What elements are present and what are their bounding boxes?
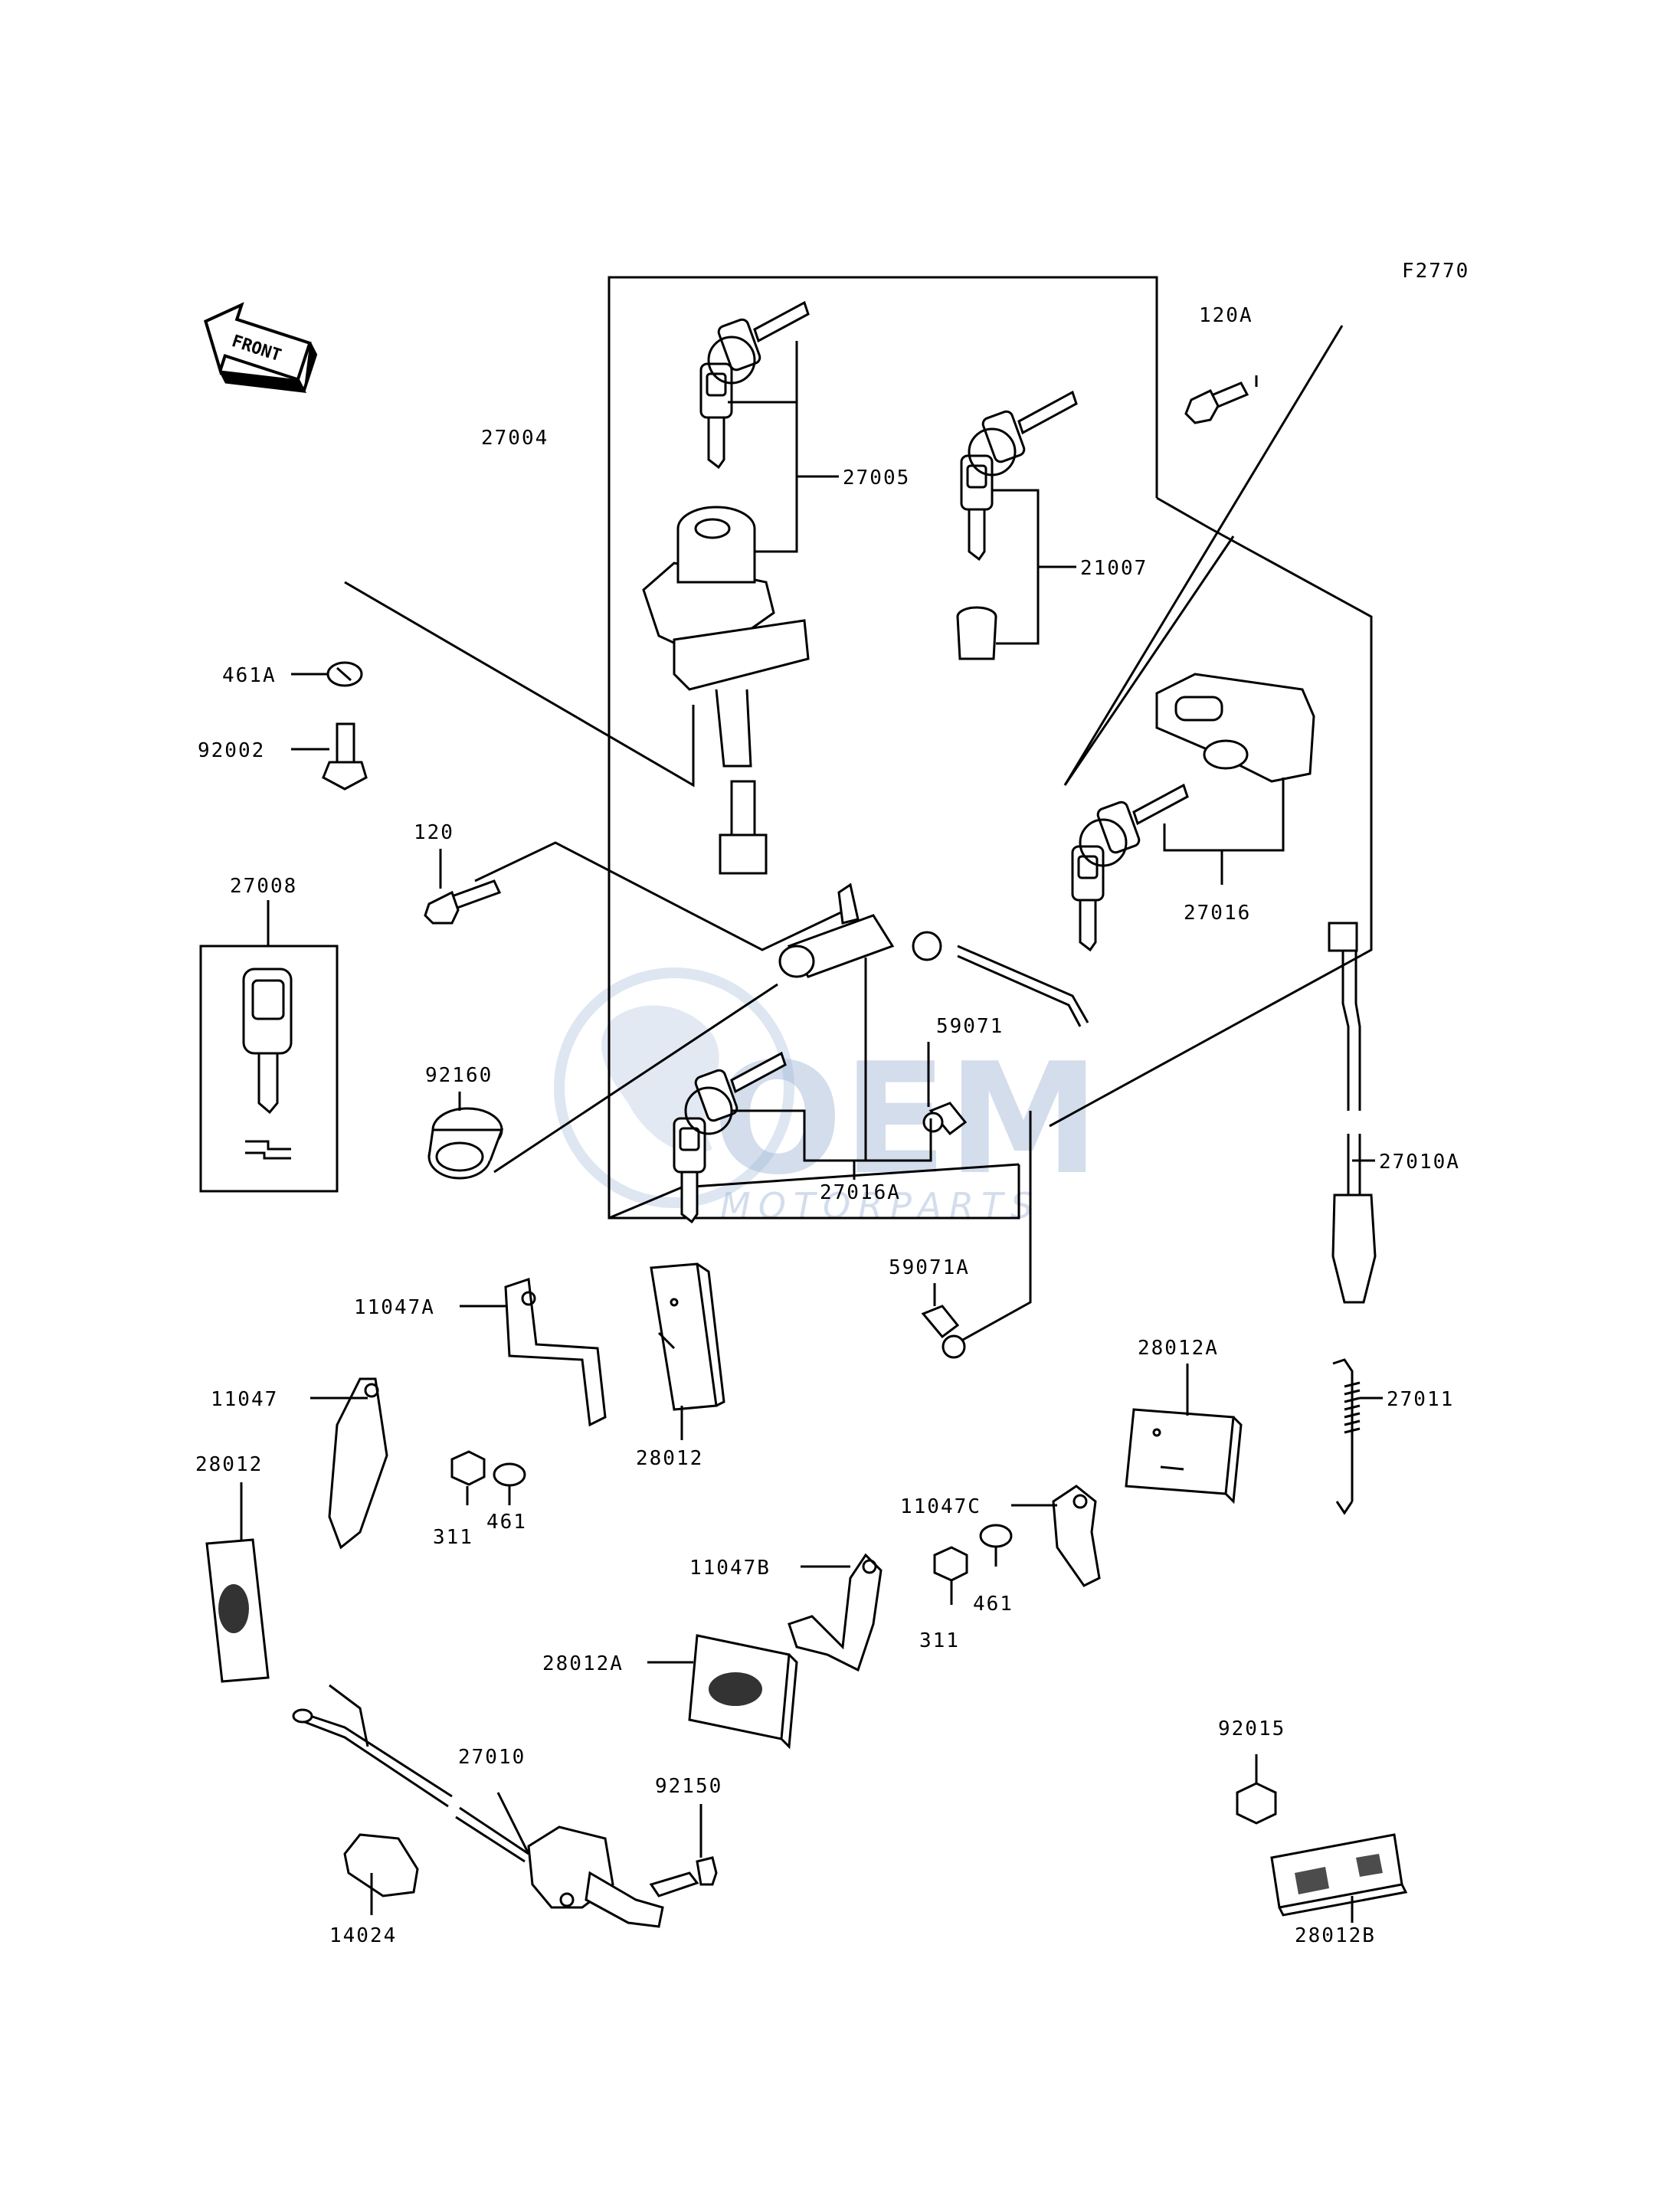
bracket-11047A xyxy=(504,1277,607,1427)
bolt-92002 xyxy=(322,722,368,791)
label-92015: 92015 xyxy=(1218,1717,1285,1740)
spring-27011 xyxy=(1332,1358,1361,1515)
label-27005: 27005 xyxy=(843,467,910,489)
leader-lines xyxy=(240,341,1383,1923)
label-27010A: 27010A xyxy=(1379,1151,1460,1174)
label-28012-left: 28012 xyxy=(195,1453,263,1476)
reflector-28012B xyxy=(1270,1833,1408,1917)
label-120A: 120A xyxy=(1199,304,1253,327)
sensor-27010A xyxy=(1328,922,1377,1304)
key-blank-box xyxy=(199,945,339,1193)
part-labels: 120A 27004 27005 21007 461A 92002 120 27… xyxy=(195,304,1460,1947)
label-28012A-right: 28012A xyxy=(1138,1337,1219,1360)
label-28012-mid: 28012 xyxy=(636,1447,703,1470)
kit-outline xyxy=(344,276,1373,1342)
clip-59071A xyxy=(921,1305,966,1359)
watermark-sub: MOTORPARTS xyxy=(720,1185,1040,1226)
label-28012B: 28012B xyxy=(1295,1924,1376,1947)
label-21007: 21007 xyxy=(1080,557,1148,580)
washer-461-left xyxy=(493,1462,526,1487)
nut-311-left xyxy=(450,1450,486,1486)
label-311-left: 311 xyxy=(433,1526,473,1549)
key-set-21007 xyxy=(960,390,1078,562)
label-461-right: 461 xyxy=(973,1593,1014,1616)
label-27016: 27016 xyxy=(1184,902,1251,925)
label-11047: 11047 xyxy=(211,1388,278,1411)
label-461-left: 461 xyxy=(486,1511,527,1534)
reflector-28012A-right xyxy=(1125,1408,1243,1505)
label-11047A: 11047A xyxy=(354,1296,435,1319)
label-92002: 92002 xyxy=(198,739,265,762)
label-11047C: 11047C xyxy=(900,1495,981,1518)
switch-27010 xyxy=(292,1684,718,1928)
bracket-11047B xyxy=(788,1553,883,1672)
bolt-120A xyxy=(1184,381,1249,424)
nut-311-right xyxy=(933,1546,968,1582)
label-120: 120 xyxy=(414,821,454,844)
washer-461A xyxy=(326,661,363,687)
label-92160: 92160 xyxy=(425,1064,493,1087)
bracket-11047 xyxy=(328,1377,388,1550)
reflector-28012-mid xyxy=(650,1262,725,1411)
connector-14024 xyxy=(343,1833,419,1897)
reflector-28012-left xyxy=(205,1538,270,1683)
label-27008: 27008 xyxy=(230,875,297,898)
front-arrow-icon: FRONT xyxy=(204,302,318,393)
figure-code: F2770 xyxy=(1402,260,1469,283)
ignition-switch xyxy=(642,506,810,875)
bolt-120 xyxy=(424,879,502,925)
label-59071A: 59071A xyxy=(889,1256,970,1279)
helmet-lock xyxy=(1155,673,1315,783)
label-11047B: 11047B xyxy=(689,1557,771,1580)
label-27004: 27004 xyxy=(481,427,549,450)
key-cylinder xyxy=(956,606,997,660)
label-27016A: 27016A xyxy=(820,1181,901,1204)
label-311-right: 311 xyxy=(919,1629,960,1652)
label-14024: 14024 xyxy=(329,1924,397,1947)
label-92150: 92150 xyxy=(655,1775,722,1798)
key-set-27016 xyxy=(1071,783,1189,952)
washer-461-right xyxy=(979,1524,1013,1548)
label-27011: 27011 xyxy=(1387,1388,1454,1411)
key-set-27016A xyxy=(673,1051,787,1224)
label-59071: 59071 xyxy=(936,1015,1004,1038)
label-461A: 461A xyxy=(222,664,277,687)
key-set-27005 xyxy=(699,300,810,470)
bracket-11047C xyxy=(1052,1485,1101,1587)
label-28012A-mid: 28012A xyxy=(542,1652,624,1675)
collar-92160 xyxy=(427,1107,504,1180)
clip-59071 xyxy=(922,1102,968,1136)
seat-lock xyxy=(778,882,1089,1027)
label-27010: 27010 xyxy=(458,1746,526,1769)
reflector-28012A-mid xyxy=(688,1634,798,1750)
nut-92015 xyxy=(1236,1782,1277,1825)
